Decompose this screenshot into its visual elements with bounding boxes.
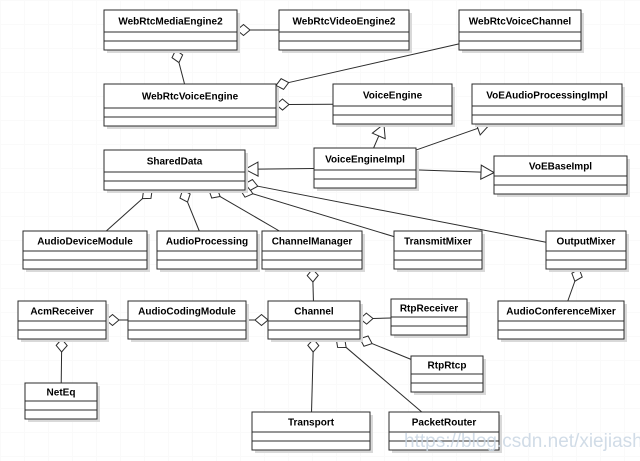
uml-class-audiodevicemodule[interactable]: AudioDeviceModule xyxy=(22,230,150,272)
class-name-label: Transport xyxy=(288,418,335,429)
class-name-label: WebRtcVoiceEngine xyxy=(142,92,239,103)
uml-class-shareddata[interactable]: SharedData xyxy=(103,149,248,193)
class-name-label: WebRtcMediaEngine2 xyxy=(118,17,223,28)
uml-class-transmitmixer[interactable]: TransmitMixer xyxy=(393,230,485,272)
class-box-frame xyxy=(393,230,483,270)
class-box-frame xyxy=(332,83,453,125)
class-box-frame xyxy=(22,230,148,270)
class-box-frame xyxy=(458,9,582,51)
uml-class-webrtcvideoengine2[interactable]: WebRtcVideoEngine2 xyxy=(278,9,412,53)
class-box-frame xyxy=(493,155,628,195)
uml-class-netceq[interactable]: NetEq xyxy=(24,382,100,422)
uml-class-audioconferencemixer[interactable]: AudioConferenceMixer xyxy=(497,300,627,342)
class-name-label: OutputMixer xyxy=(557,237,616,248)
class-box-frame xyxy=(471,83,623,125)
class-box-frame xyxy=(251,411,371,451)
relation-aggregation-webrtcvoiceengine-to-webrtcvoicechannel xyxy=(275,43,460,91)
uml-class-packetrouter[interactable]: PacketRouter xyxy=(388,411,502,453)
relation-aggregation-shareddata-to-audioprocessing xyxy=(179,189,200,232)
relations-layer xyxy=(55,23,583,413)
relation-aggregation-outputmixer-to-audioconferencemixer xyxy=(567,268,583,302)
relation-generalization-voiceengineimpl-to-shareddata xyxy=(243,161,315,177)
uml-class-voebaseimpl[interactable]: VoEBaseImpl xyxy=(493,155,630,197)
uml-class-acmreceiver[interactable]: AcmReceiver xyxy=(17,300,109,342)
class-box-frame xyxy=(261,230,363,270)
class-name-label: VoEBaseImpl xyxy=(529,162,592,173)
uml-class-voeaudioprocessingimpl[interactable]: VoEAudioProcessingImpl xyxy=(471,83,625,127)
class-box-frame xyxy=(103,9,238,51)
class-name-label: Channel xyxy=(294,307,334,318)
class-name-label: WebRtcVoiceChannel xyxy=(469,17,572,28)
class-name-label: SharedData xyxy=(147,157,203,168)
class-name-label: AudioProcessing xyxy=(166,237,248,248)
relation-aggregation-channelmanager-to-channel xyxy=(306,268,319,302)
uml-class-webrtcvoicechannel[interactable]: WebRtcVoiceChannel xyxy=(458,9,584,53)
class-name-label: TransmitMixer xyxy=(404,237,472,248)
class-box-frame xyxy=(267,300,361,340)
relation-generalization-voiceengineimpl-to-voiceengine xyxy=(371,123,386,149)
class-name-label: AcmReceiver xyxy=(30,307,93,318)
relation-aggregation-channel-to-rtprtcp xyxy=(359,335,412,360)
class-name-label: AudioDeviceModule xyxy=(37,237,133,248)
uml-class-rtpreceiver[interactable]: RtpReceiver xyxy=(390,298,470,338)
class-name-label: AudioConferenceMixer xyxy=(506,307,616,318)
class-name-label: NetEq xyxy=(47,388,76,399)
relation-aggregation-acmreceiver-to-audiocodingmodule xyxy=(105,313,128,327)
class-box-frame xyxy=(156,230,258,270)
class-name-label: RtpRtcp xyxy=(428,361,467,372)
class-box-frame xyxy=(103,83,277,127)
uml-class-outputmixer[interactable]: OutputMixer xyxy=(545,230,629,272)
relation-aggregation-webrtcmediaengine2-to-webrtcvideoengine2 xyxy=(236,23,279,37)
class-name-label: VoEAudioProcessingImpl xyxy=(486,91,608,102)
class-box-frame xyxy=(388,411,500,451)
uml-class-rtprtcp[interactable]: RtpRtcp xyxy=(410,355,486,395)
uml-class-webrtcmediaengine2[interactable]: WebRtcMediaEngine2 xyxy=(103,9,240,53)
relation-aggregation-channel-to-audiocodingmodule xyxy=(246,313,269,327)
uml-class-channelmanager[interactable]: ChannelManager xyxy=(261,230,365,272)
class-box-frame xyxy=(497,300,625,340)
class-name-label: VoiceEngine xyxy=(363,91,423,102)
class-name-label: PacketRouter xyxy=(412,418,477,429)
uml-class-voiceengine[interactable]: VoiceEngine xyxy=(332,83,455,127)
relation-aggregation-channel-to-rtpreceiver xyxy=(359,312,392,325)
relation-aggregation-channel-to-transport xyxy=(307,338,320,413)
class-box-frame xyxy=(545,230,627,270)
class-box-frame xyxy=(17,300,107,340)
class-box-frame xyxy=(103,149,246,191)
relation-generalization-voiceengineimpl-to-voebaseimpl xyxy=(415,164,496,180)
uml-class-voiceengineimpl[interactable]: VoiceEngineImpl xyxy=(313,147,419,191)
relation-aggregation-shareddata-to-transmitmixer xyxy=(239,186,395,238)
relation-aggregation-webrtcmediaengine2-to-webrtcvoiceengine xyxy=(171,49,186,85)
class-name-label: AudioCodingModule xyxy=(138,307,236,318)
class-box-frame xyxy=(278,9,410,51)
class-box-frame xyxy=(127,300,247,340)
relation-aggregation-shareddata-to-audiodevicemodule xyxy=(105,189,153,232)
relation-aggregation-shareddata-to-outputmixer xyxy=(244,178,547,243)
class-box-frame xyxy=(313,147,417,189)
relation-aggregation-webrtcvoiceengine-to-voiceengine xyxy=(275,98,334,111)
class-name-label: VoiceEngineImpl xyxy=(325,155,405,166)
uml-class-transport[interactable]: Transport xyxy=(251,411,373,453)
watermark-label: https://blog.csdn.net/xiejiashu xyxy=(404,431,640,452)
uml-class-audiocodingmodule[interactable]: AudioCodingModule xyxy=(127,300,249,342)
relation-aggregation-channel-to-packetrouter xyxy=(335,338,423,413)
class-name-label: ChannelManager xyxy=(272,237,353,248)
uml-class-webrtcvoiceengine[interactable]: WebRtcVoiceEngine xyxy=(103,83,279,129)
class-name-label: RtpReceiver xyxy=(400,304,458,315)
class-name-label: WebRtcVideoEngine2 xyxy=(293,17,396,28)
uml-class-audioprocessing[interactable]: AudioProcessing xyxy=(156,230,260,272)
relation-aggregation-acmreceiver-to-netceq xyxy=(55,338,68,384)
uml-class-channel[interactable]: Channel xyxy=(267,300,363,342)
